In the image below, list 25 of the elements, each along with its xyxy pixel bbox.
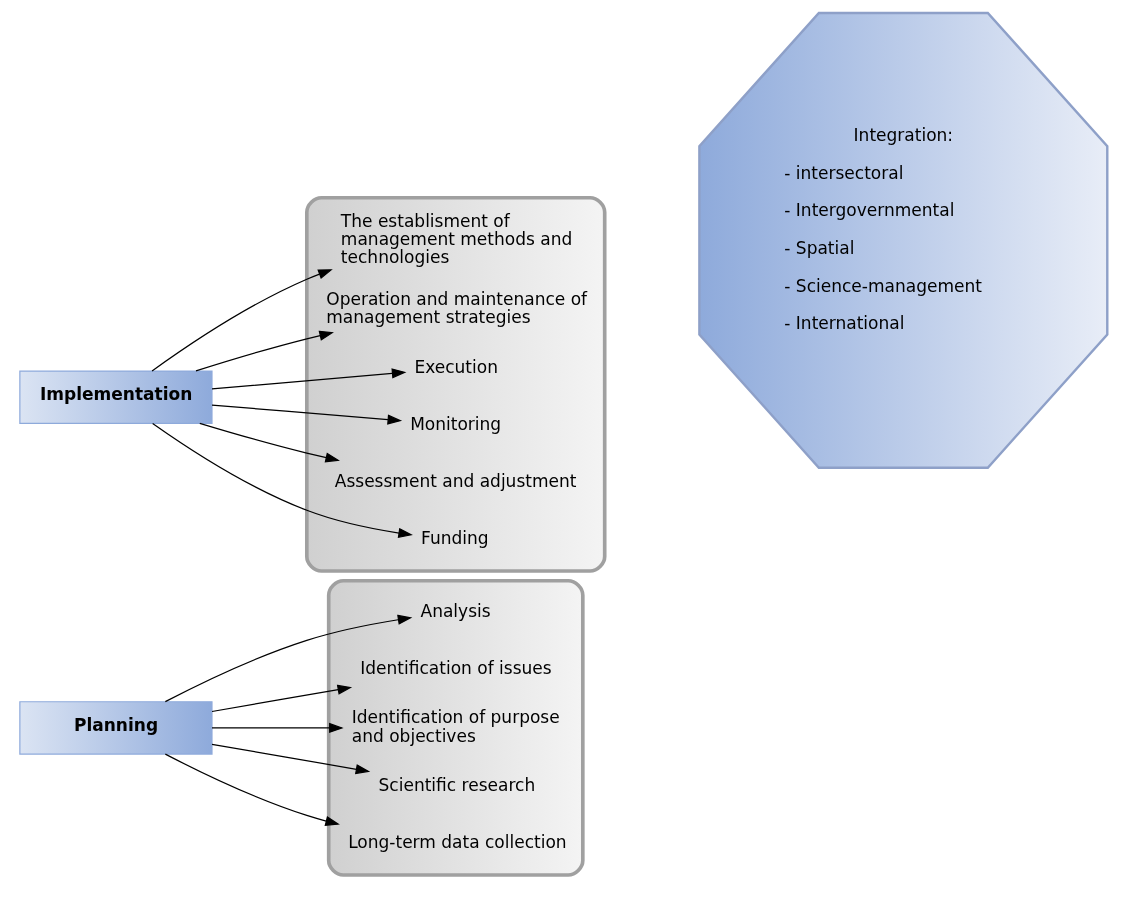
node-text: Identification of issues [359,658,552,679]
node-text: Execution [413,356,498,377]
arrow [210,404,402,425]
arrow [164,753,340,826]
node-box: Implementation [18,370,213,424]
arrow [198,422,340,463]
node-text: Assessment and adjustment [334,470,576,491]
node-box: Planning [18,701,213,755]
arrow [194,330,334,372]
arrow [150,269,333,372]
node-text: Monitoring [409,413,501,434]
arrow [210,368,406,390]
arrow [210,684,352,713]
node-text: Analysis [419,600,491,621]
cluster [304,195,607,573]
node-text: Identification of purpose and objectives [351,707,560,746]
node-text: Funding [420,527,489,548]
arrow [151,422,413,539]
node-text: Scientific research [378,774,535,795]
arrow [210,743,370,775]
arrow [210,722,344,733]
node-text: Operation and maintenance of management strategies [325,289,587,328]
node-text: Long-term data collection [347,831,567,852]
arrow [164,614,412,703]
node-text: The establisment of management methods and technologies [340,210,572,268]
